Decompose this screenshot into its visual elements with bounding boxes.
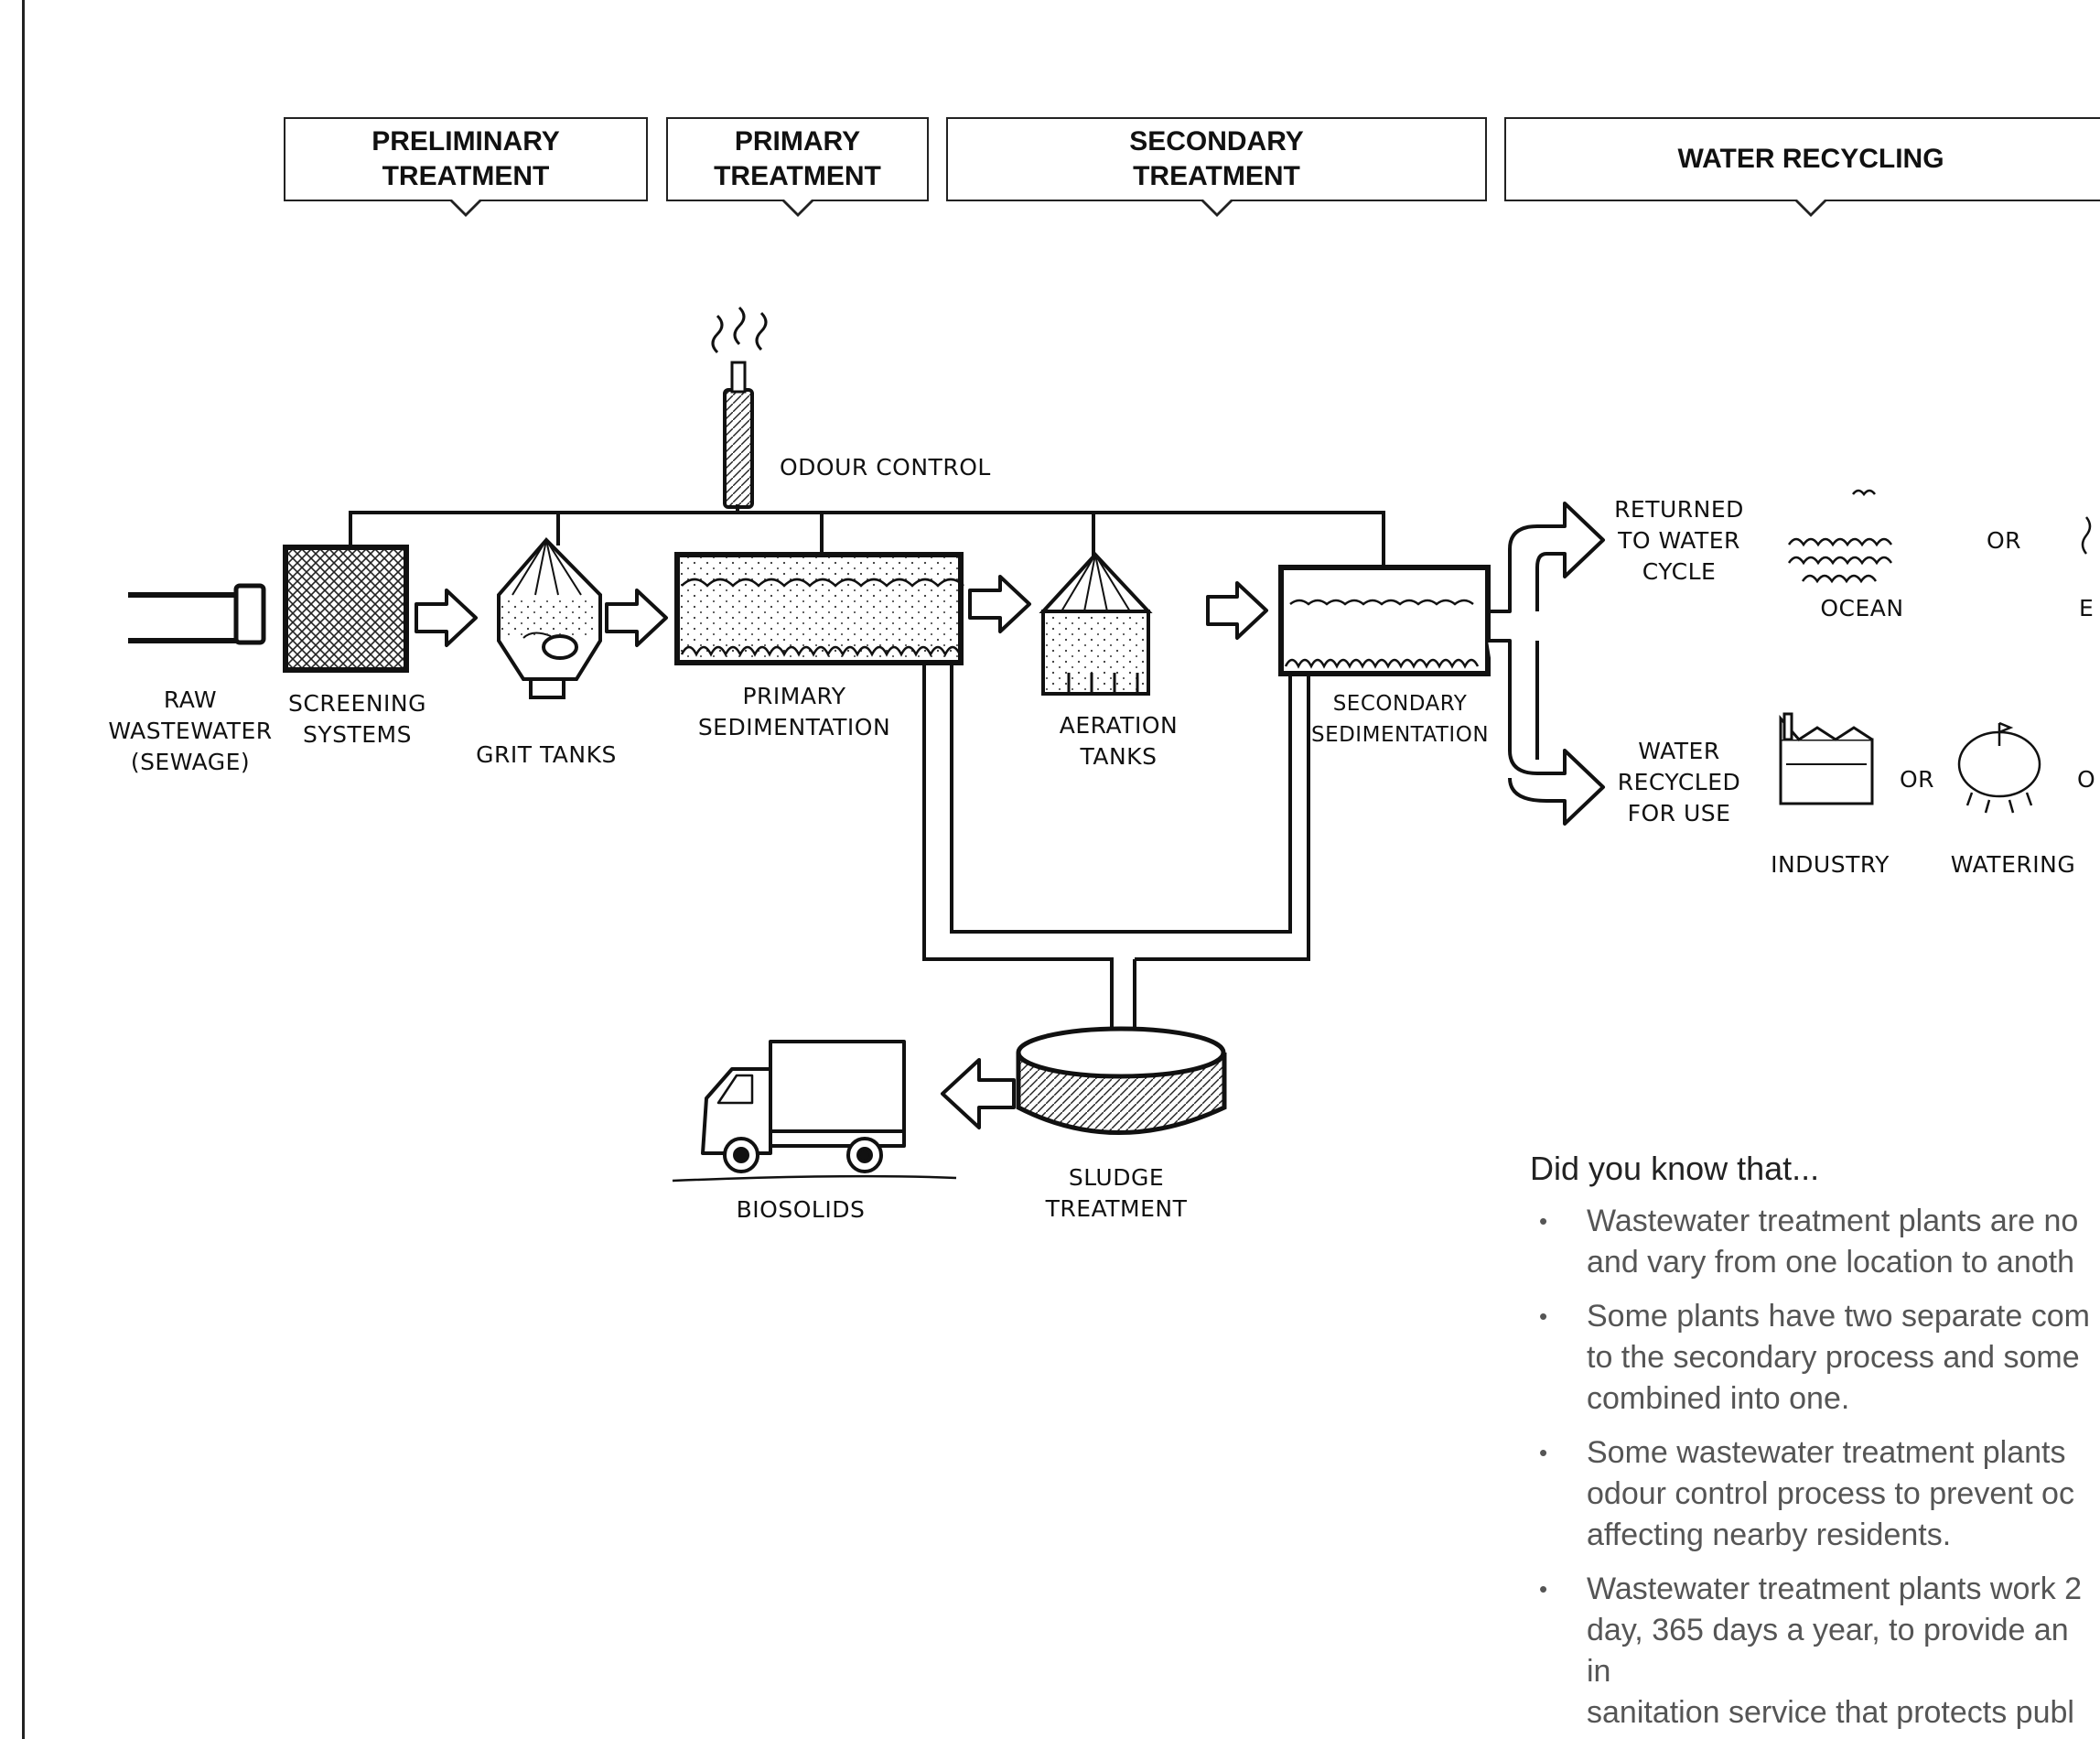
- label-industry: INDUSTRY: [1771, 851, 1890, 878]
- flow-arrow: [415, 589, 478, 647]
- label-biosolids: BIOSOLIDS: [736, 1196, 866, 1223]
- raw-wastewater-pipe: [128, 583, 266, 645]
- label-partial-e: E: [2079, 595, 2095, 621]
- fact-item: Some plants have two separate com to the…: [1530, 1296, 2100, 1420]
- facts-list: Wastewater treatment plants are no and v…: [1530, 1201, 2100, 1739]
- label-ocean: OCEAN: [1820, 595, 1904, 621]
- did-you-know-panel: Did you know that... Wastewater treatmen…: [1530, 1150, 2100, 1739]
- label-raw-wastewater: RAW WASTEWATER (SEWAGE): [108, 686, 273, 775]
- label-screening-systems: SCREENING SYSTEMS: [288, 690, 426, 748]
- sludge-treatment-tank: [1016, 1026, 1227, 1135]
- aeration-tanks: [1039, 552, 1153, 696]
- stage-water-recycling: WATER RECYCLING: [1504, 117, 2100, 201]
- label-or: OR: [1986, 527, 2022, 554]
- label-or: OR: [1899, 766, 1935, 793]
- grit-tank: [497, 537, 602, 699]
- primary-sedimentation-tank: [674, 552, 964, 665]
- flow-arrow: [1206, 581, 1268, 640]
- label-secondary-sedimentation: SECONDARY SEDIMENTATION: [1310, 692, 1490, 747]
- flow-arrow: [605, 589, 668, 647]
- outlet-arrows: [1488, 502, 1605, 826]
- label-watering: WATERING: [1950, 851, 2076, 878]
- flow-arrow: [968, 575, 1031, 633]
- label-primary-sedimentation: PRIMARY SEDIMENTATION: [697, 683, 891, 740]
- label-odour-control: ODOUR CONTROL: [780, 454, 991, 481]
- label-returned-to-water-cycle: RETURNED TO WATER CYCLE: [1614, 496, 1744, 585]
- fact-item: Some wastewater treatment plants odour c…: [1530, 1432, 2100, 1556]
- industry-icon: [1779, 712, 1874, 805]
- sludge-pipes: [922, 663, 1310, 1030]
- stage-primary-treatment: PRIMARY TREATMENT: [666, 117, 929, 201]
- page-margin-rule: [22, 0, 25, 1739]
- stage-secondary-treatment: SECONDARY TREATMENT: [946, 117, 1487, 201]
- odour-control-stack: [711, 306, 768, 509]
- ocean-icon: [1787, 489, 1893, 584]
- label-sludge-treatment: SLUDGE TREATMENT: [1045, 1164, 1188, 1222]
- biosolids-truck: [672, 1040, 957, 1183]
- flow-arrow-left: [941, 1058, 1016, 1129]
- did-you-know-heading: Did you know that...: [1530, 1150, 1820, 1187]
- stage-preliminary-treatment: PRELIMINARY TREATMENT: [284, 117, 648, 201]
- label-aeration-tanks: AERATION TANKS: [1059, 712, 1179, 770]
- fact-item: Wastewater treatment plants are no and v…: [1530, 1201, 2100, 1283]
- label-grit-tanks: GRIT TANKS: [476, 741, 617, 768]
- screening-systems: [283, 545, 409, 673]
- label-water-recycled-for-use: WATER RECYCLED FOR USE: [1617, 738, 1741, 826]
- fact-item: Wastewater treatment plants work 2 day, …: [1530, 1569, 2100, 1739]
- label-partial-o: O: [2077, 766, 2096, 793]
- watering-icon: [1957, 721, 2041, 814]
- secondary-sedimentation-tank: [1278, 565, 1491, 676]
